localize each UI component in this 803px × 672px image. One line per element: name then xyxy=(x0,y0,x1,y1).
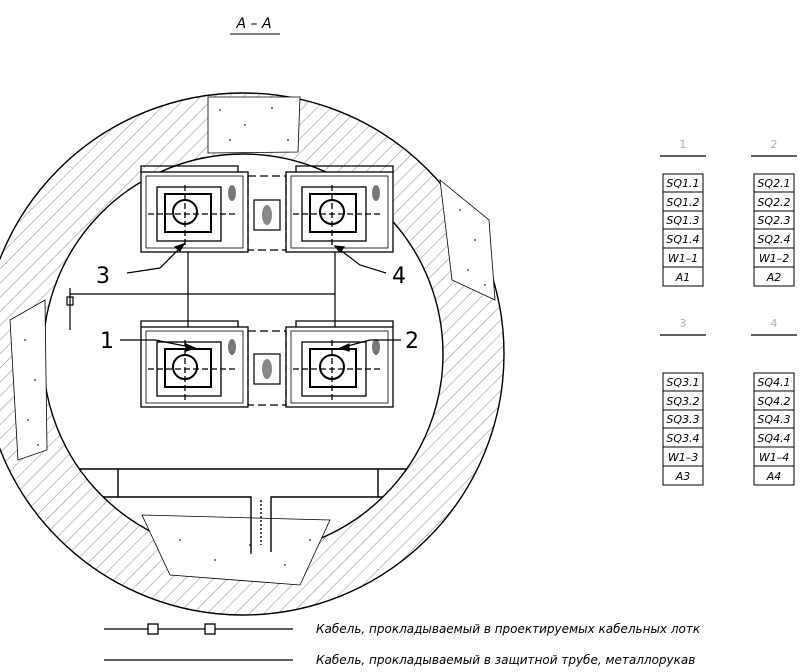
callout-labels: 3 4 1 2 xyxy=(96,264,419,354)
table-cell: W1–3 xyxy=(668,451,698,464)
table-cell: SQ2.3 xyxy=(757,214,790,227)
cabinet-1 xyxy=(140,320,249,408)
callout-1: 1 xyxy=(100,329,114,354)
legend-text: Кабель, прокладываемый в защитной трубе,… xyxy=(316,653,695,667)
connector-bottom xyxy=(247,330,287,406)
table-cell: A2 xyxy=(766,271,782,284)
legend: Кабель, прокладываемый в проектируемых к… xyxy=(104,622,701,667)
terminal-table-3: 3 SQ3.1 SQ3.2 SQ3.3 SQ3.4 W1–3 A3 xyxy=(660,317,706,486)
table-cell: SQ2.2 xyxy=(757,196,790,209)
table-cell: SQ1.1 xyxy=(666,177,699,190)
callout-4: 4 xyxy=(392,264,406,289)
terminal-table-1: 1 SQ1.1 SQ1.2 SQ1.3 SQ1.4 W1–1 A1 xyxy=(660,138,706,287)
table-cell: SQ1.2 xyxy=(666,196,699,209)
section-title: A – A xyxy=(235,16,271,32)
callout-leaders xyxy=(120,242,401,352)
table-cell: SQ3.3 xyxy=(666,413,699,426)
table-cell: W1–1 xyxy=(668,252,698,265)
table-cell: SQ3.4 xyxy=(666,432,699,445)
terminal-table-2: 2 SQ2.1 SQ2.2 SQ2.3 SQ2.4 W1–2 A2 xyxy=(751,138,797,287)
table-cell: SQ4.1 xyxy=(757,376,790,389)
table-cell: SQ4.3 xyxy=(757,413,790,426)
table-cell: W1–4 xyxy=(759,451,789,464)
table-cell: SQ3.2 xyxy=(666,395,699,408)
tunnel-ring xyxy=(0,92,505,616)
callout-3: 3 xyxy=(96,264,110,289)
cabinet-group-top xyxy=(140,165,394,253)
table-cell: W1–2 xyxy=(759,252,789,265)
callout-2: 2 xyxy=(405,329,419,354)
cabinet-2 xyxy=(285,320,394,408)
table-cell: A3 xyxy=(675,470,691,483)
cabinet-3 xyxy=(140,165,249,253)
cabinet-group-bottom xyxy=(140,320,394,408)
table-cell: SQ1.3 xyxy=(666,214,699,227)
connector-top xyxy=(247,175,287,251)
cable-tray-line-symbol xyxy=(104,623,293,635)
table-cell: SQ1.4 xyxy=(666,233,699,246)
table-cell: A4 xyxy=(766,470,782,483)
table-cell: SQ3.1 xyxy=(666,376,699,389)
table-header: 2 xyxy=(771,138,778,151)
table-header: 3 xyxy=(680,317,687,330)
cabinet-4 xyxy=(285,165,394,253)
legend-item-cable-tray: Кабель, прокладываемый в проектируемых к… xyxy=(104,622,701,636)
table-cell: SQ4.2 xyxy=(757,395,790,408)
table-cell: A1 xyxy=(675,271,691,284)
legend-text: Кабель, прокладываемый в проектируемых к… xyxy=(316,622,701,636)
table-cell: SQ2.4 xyxy=(757,233,790,246)
legend-item-protective-pipe: Кабель, прокладываемый в защитной трубе,… xyxy=(104,653,695,667)
table-cell: SQ4.4 xyxy=(757,432,790,445)
terminal-tables: 1 SQ1.1 SQ1.2 SQ1.3 SQ1.4 W1–1 A1 2 SQ2.… xyxy=(660,138,797,486)
table-header: 1 xyxy=(680,138,687,151)
table-cell: SQ2.1 xyxy=(757,177,790,190)
terminal-table-4: 4 SQ4.1 SQ4.2 SQ4.3 SQ4.4 W1–4 A4 xyxy=(751,317,797,486)
table-header: 4 xyxy=(771,317,778,330)
